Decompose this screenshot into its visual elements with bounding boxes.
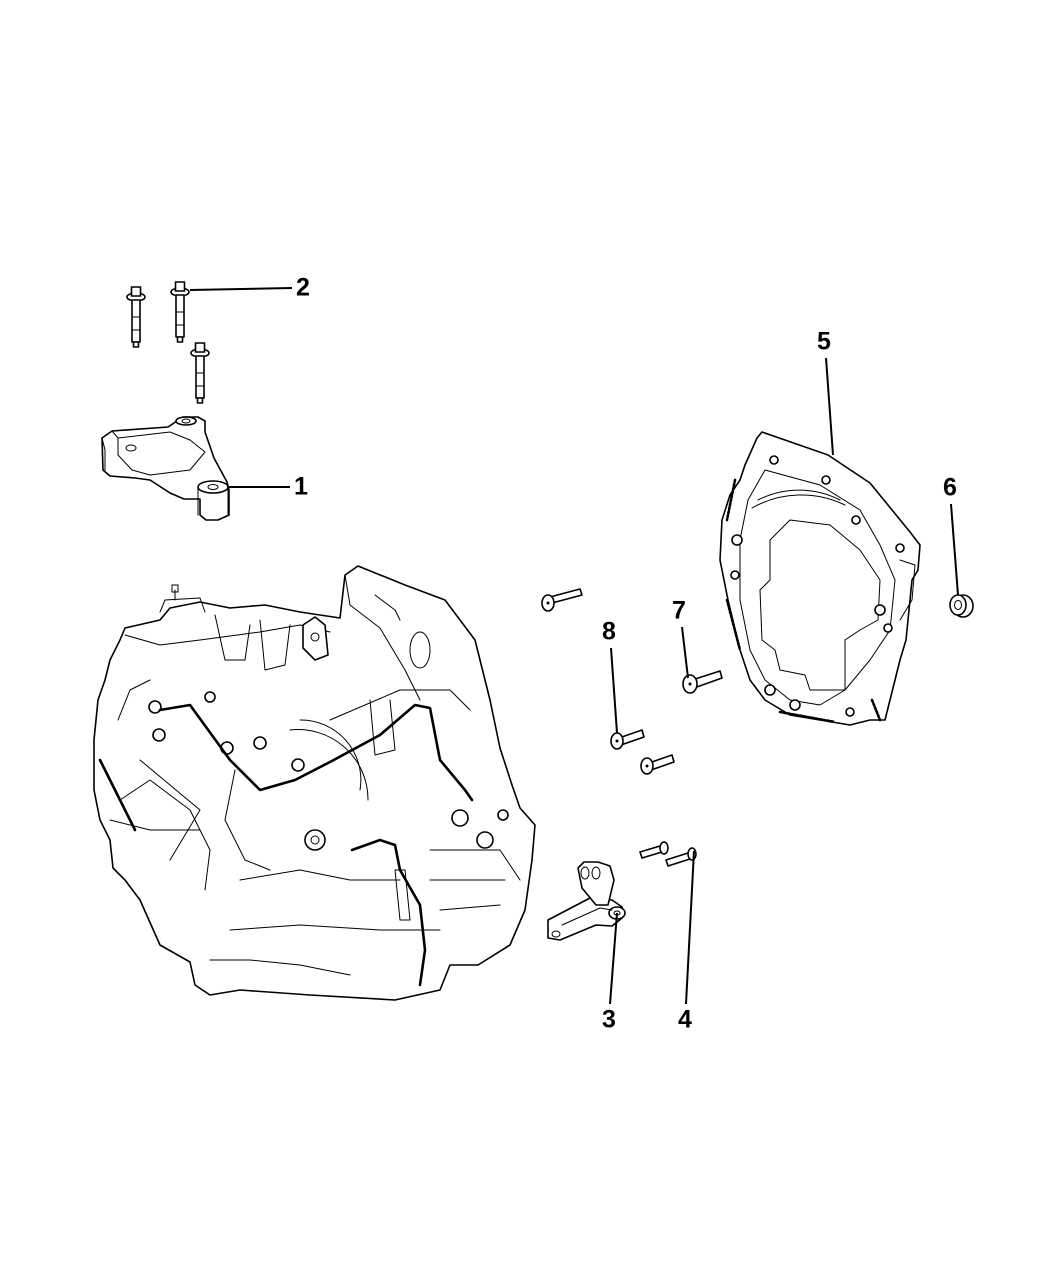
leader-line-2	[189, 287, 293, 291]
strut-bracket-icon[interactable]	[547, 861, 626, 941]
nut-icon[interactable]	[949, 594, 974, 618]
leader-line-3	[609, 912, 618, 1005]
leader-line-8	[610, 647, 618, 734]
bolt-icon[interactable]	[126, 281, 210, 404]
adapter-plate-icon[interactable]	[719, 431, 921, 726]
callout-1[interactable]: 1	[294, 472, 308, 501]
callout-3[interactable]: 3	[602, 1005, 616, 1034]
transmission-icon[interactable]	[93, 565, 536, 1001]
mount-bracket-icon[interactable]	[101, 416, 230, 521]
callout-6[interactable]: 6	[943, 473, 957, 502]
bolt-icon[interactable]	[682, 670, 723, 694]
callout-4[interactable]: 4	[678, 1005, 692, 1034]
leader-line-4	[685, 850, 695, 1005]
bolt-icon[interactable]	[639, 841, 697, 867]
callout-5[interactable]: 5	[817, 327, 831, 356]
bolt-icon[interactable]	[640, 754, 675, 775]
bolt-icon[interactable]	[610, 729, 645, 750]
leader-line-5	[825, 357, 834, 456]
leader-line-6	[950, 503, 959, 596]
callout-7[interactable]: 7	[672, 596, 686, 625]
bolt-icon[interactable]	[541, 588, 583, 612]
callout-8[interactable]: 8	[602, 617, 616, 646]
leader-line-7	[681, 626, 689, 679]
callout-2[interactable]: 2	[296, 273, 310, 302]
leader-lines	[189, 287, 959, 1005]
